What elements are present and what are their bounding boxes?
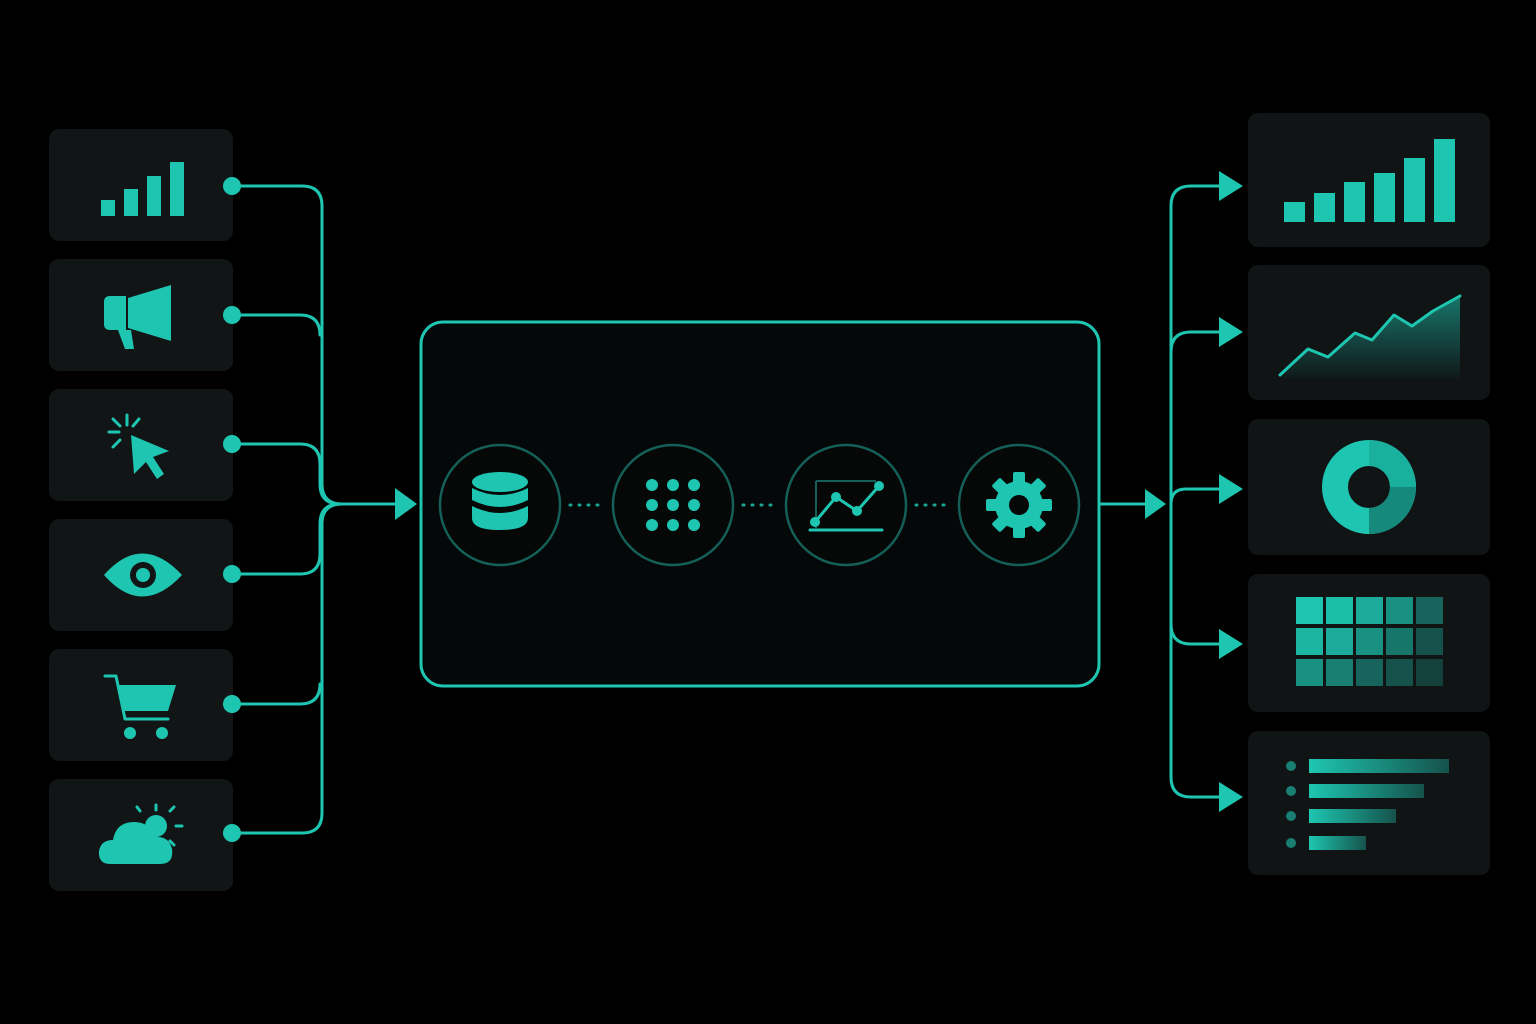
gear-icon: [986, 472, 1052, 538]
output-card-donut: [1248, 419, 1490, 555]
bar-chart-icon: [1284, 139, 1455, 222]
cloud-sun-icon: [98, 803, 184, 864]
donut-chart-icon: [1322, 440, 1416, 534]
source-card-eye: [49, 519, 233, 631]
megaphone-icon: [104, 285, 171, 349]
stage-database: [438, 443, 562, 567]
pipeline-box: [419, 320, 1101, 688]
output-card-heatmap: [1248, 574, 1490, 712]
area-chart-icon: [1278, 294, 1462, 378]
dot-grid-icon: [646, 479, 700, 531]
stage-trend: [784, 443, 908, 567]
source-card-click: [49, 389, 233, 501]
trend-line-icon: [808, 480, 884, 532]
eye-icon: [104, 553, 182, 597]
source-card-weather: [49, 779, 233, 891]
output-connectors: [1097, 171, 1243, 812]
signal-bars-icon: [101, 162, 184, 216]
stage-gear: [957, 443, 1081, 567]
source-cards: [49, 129, 233, 891]
input-connectors: [223, 177, 417, 842]
cursor-click-icon: [107, 413, 169, 479]
output-cards: [1248, 113, 1490, 875]
database-icon: [472, 472, 528, 530]
source-card-megaphone: [49, 259, 233, 371]
source-card-cart: [49, 649, 233, 761]
output-card-bar-chart: [1248, 113, 1490, 247]
output-card-ranked-list: [1248, 731, 1490, 875]
shopping-cart-icon: [103, 674, 176, 739]
output-card-area-chart: [1248, 265, 1490, 400]
stage-grid: [611, 443, 735, 567]
heatmap-grid-icon: [1296, 597, 1443, 686]
ranked-list-icon: [1286, 759, 1449, 850]
source-card-signal: [49, 129, 233, 241]
